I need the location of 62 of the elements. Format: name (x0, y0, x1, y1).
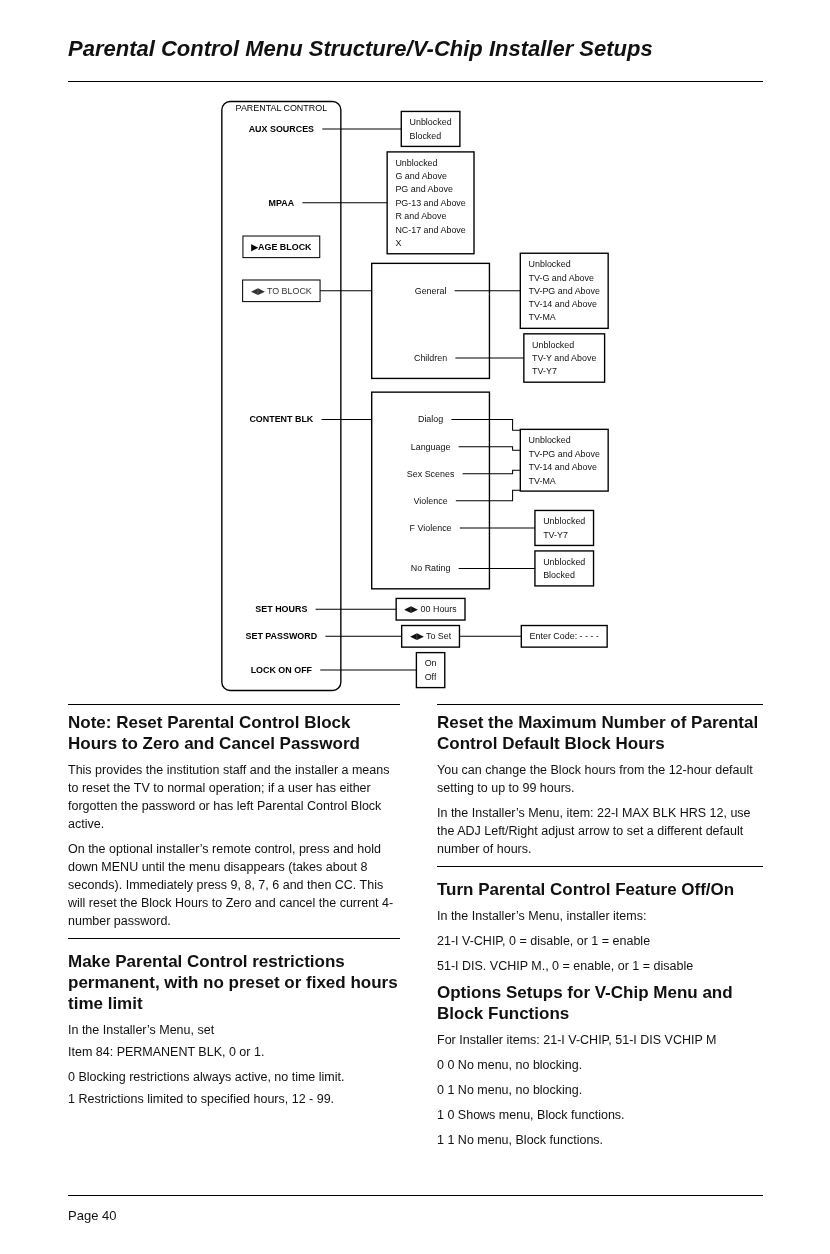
paragraph: On the optional installer’s remote control, press and hold down MENU until the menu disappears (takes about 8 seconds). Immediately press 9, 8, 7, 6 and then CC. This will reset the Block Hours to Zero and cancel the current 4-number password. (68, 841, 395, 930)
paragraph: In the Installer’s Menu, item: 22-I MAX BLK HRS 12, use the ADJ Left/Right adjust arrow to set a different default number of hours. (437, 805, 752, 858)
connector (458, 446, 521, 451)
node-box: Unblocked TV-G and Above TV-PG and Above TV-14 and Above TV-MA (519, 252, 609, 330)
paragraph: 0 0 No menu, no blocking. (437, 1057, 584, 1074)
section-heading: Make Parental Control restrictions permanent, with no preset or fixed hours time limit (68, 951, 399, 1014)
node-text: SET HOURS (255, 603, 308, 615)
node-box: Unblocked TV-Y7 (534, 509, 595, 547)
node-box: On Off (415, 651, 446, 689)
node-text: MPAA (268, 197, 295, 208)
node-text: Children (413, 352, 448, 363)
paragraph: For Installer items: 21-I V-CHIP, 51-I DIS VCHIP M (437, 1032, 718, 1049)
connector (319, 669, 417, 671)
section-heading: Note: Reset Parental Control Block Hours to Zero and Cancel Password (68, 712, 361, 754)
node-box: Unblocked G and Above PG and Above PG-13 and Above R and Above NC-17 and Above X (386, 151, 475, 255)
node-text: Language (410, 441, 451, 452)
node-text: No Rating (410, 563, 451, 574)
connector (455, 489, 521, 502)
section-heading: Reset the Maximum Number of Parental Control Default Block Hours (437, 712, 760, 754)
node-box: Unblocked TV-Y and Above TV-Y7 (523, 333, 606, 383)
node-box: Unblocked Blocked (534, 550, 595, 587)
node-text: Dialog (417, 414, 444, 425)
paragraph: You can change the Block hours from the 12-hour default setting to up to 99 hours. (437, 762, 754, 797)
text-line: In the Installer’s Menu, set (68, 1022, 216, 1039)
connector (321, 419, 373, 421)
cluster (371, 262, 491, 380)
node-box: ◀▶ 00 Hours (395, 597, 466, 621)
connector (315, 608, 397, 610)
connector (454, 290, 521, 292)
node-text: CONTENT BLK (249, 414, 314, 425)
node-text: LOCK ON OFF (250, 664, 313, 676)
node-box: Unblocked Blocked (400, 110, 461, 148)
node-text: General (414, 285, 447, 296)
node-box: ◀▶ TO BLOCK (242, 279, 321, 303)
cluster (371, 391, 491, 590)
node-text: AUX SOURCES (248, 123, 315, 134)
text-line: 1 Restrictions limited to specified hours, 12 - 99. (68, 1091, 336, 1108)
text-line: 0 Blocking restrictions always active, no time limit. (68, 1069, 346, 1086)
paragraph: 1 1 No menu, Block functions. (437, 1132, 605, 1149)
node-text: Sex Scenes (406, 468, 455, 479)
paragraph: In the Installer’s Menu, installer items: (437, 908, 648, 925)
node-text: Violence (413, 495, 448, 506)
paragraph: 0 1 No menu, no blocking. (437, 1082, 584, 1099)
paragraph: 51-I DIS. VCHIP M., 0 = enable, or 1 = disable (437, 958, 695, 975)
node-text: F Violence (409, 522, 452, 533)
connector (321, 128, 402, 130)
section-heading: Turn Parental Control Feature Off/On (437, 879, 736, 900)
node-text: SET PASSWORD (245, 631, 318, 642)
connector (301, 202, 388, 204)
section-heading: Options Setups for V-Chip Menu and Block Functions (437, 982, 734, 1024)
paragraph: 1 0 Shows menu, Block functions. (437, 1107, 626, 1124)
page-number: Page 40 (68, 1208, 117, 1223)
page-title: Parental Control Menu Structure/V-Chip Installer Setups (68, 36, 653, 62)
node-box: Enter Code: - - - - (520, 624, 608, 648)
paragraph: 21-I V-CHIP, 0 = disable, or 1 = enable (437, 933, 652, 950)
paragraph: This provides the institution staff and the installer a means to reset the TV to normal operation; if a user has either forgotten the password or has left Parental Control Block active. (68, 762, 391, 833)
paragraph: Item 84: PERMANENT BLK, 0 or 1. (68, 1044, 266, 1061)
node-box: ▶AGE BLOCK (242, 235, 321, 259)
connector (450, 419, 521, 431)
connector (462, 469, 521, 475)
node-box: Unblocked TV-PG and Above TV-14 and Above TV-MA (519, 428, 609, 492)
node-box: ◀▶ To Set (401, 624, 461, 648)
